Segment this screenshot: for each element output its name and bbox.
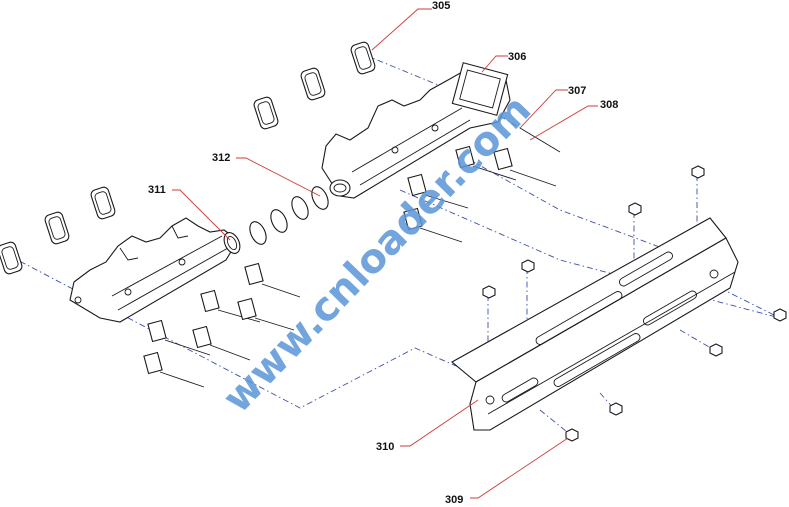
- leader-lines: [172, 8, 598, 499]
- callout-310: 310: [376, 441, 394, 453]
- rear-exhaust-manifold: [321, 62, 511, 199]
- gasket: [0, 241, 23, 275]
- callout-311: 311: [148, 184, 166, 196]
- gasket: [350, 41, 376, 75]
- heat-shield-bracket: [451, 217, 739, 431]
- gasket-set-left: [0, 186, 116, 275]
- gasket: [90, 186, 116, 220]
- front-spacers-and-bolts: [143, 262, 301, 388]
- callout-306: 306: [508, 51, 526, 63]
- seal-rings: [249, 186, 329, 245]
- callout-305: 305: [432, 0, 450, 12]
- gasket-set-right: [253, 41, 376, 130]
- callout-307: 307: [568, 85, 586, 97]
- callout-309: 309: [445, 494, 463, 506]
- callout-308: 308: [600, 99, 618, 111]
- callout-labels: 305 306 307 308 309 310 311 312: [148, 0, 618, 506]
- gasket: [253, 96, 279, 130]
- rear-spacers-and-bolts: [403, 127, 561, 243]
- bracket-bolts: [482, 165, 787, 442]
- gasket: [300, 67, 326, 101]
- callout-312: 312: [212, 152, 230, 164]
- gasket: [44, 211, 70, 245]
